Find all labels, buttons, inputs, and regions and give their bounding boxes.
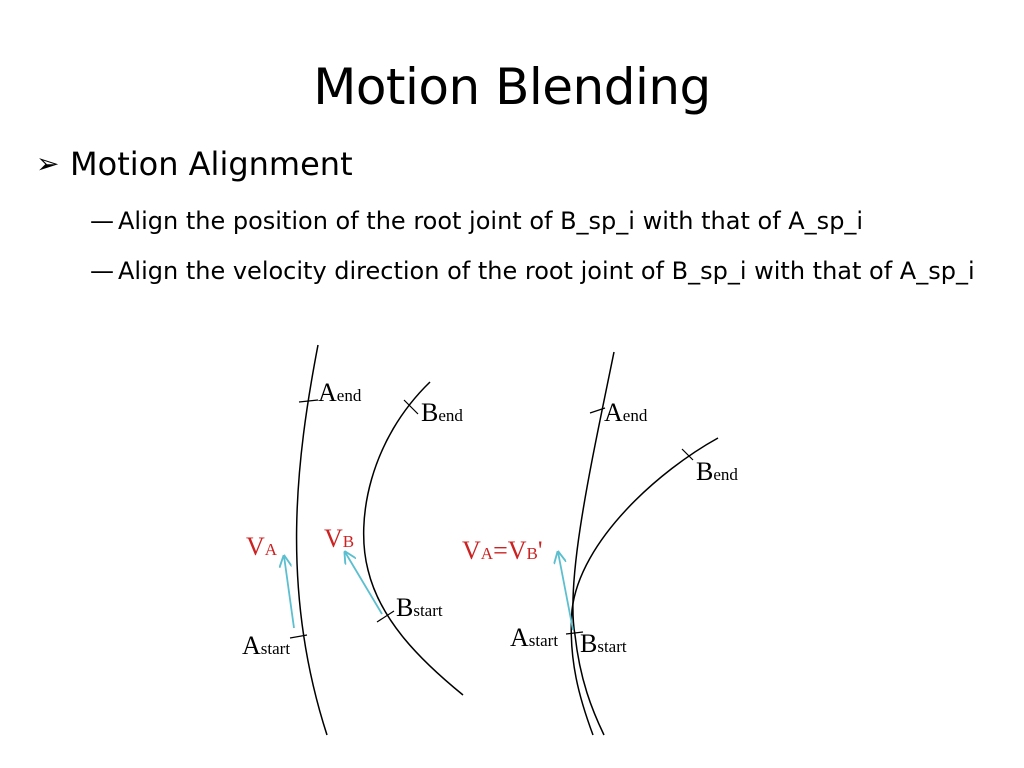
sub-bullet-position: — Align the position of the root joint o… bbox=[90, 200, 863, 242]
bullet-motion-alignment: ➢ Motion Alignment bbox=[36, 148, 353, 180]
label-b-end-left: Bend bbox=[421, 398, 463, 427]
label-v-a: VA bbox=[246, 532, 278, 561]
velocity-arrow-b bbox=[345, 552, 383, 615]
tick-b-end-left bbox=[403, 399, 419, 415]
bullet-text: Motion Alignment bbox=[70, 145, 353, 183]
tick-a-start-left bbox=[289, 634, 308, 639]
sub-bullet-velocity: — Align the velocity direction of the ro… bbox=[90, 250, 1000, 292]
label-v-b: VB bbox=[324, 524, 354, 553]
tick-b-start-left bbox=[376, 610, 395, 623]
slide-title: Motion Blending bbox=[313, 58, 711, 116]
label-a-start-left: Astart bbox=[242, 631, 290, 660]
velocity-arrow-a bbox=[284, 556, 295, 629]
arrow-bullet-icon: ➢ bbox=[36, 147, 60, 180]
label-a-start-right: Astart bbox=[510, 623, 558, 652]
tick-a-end-left bbox=[298, 399, 319, 403]
label-a-end-right: Aend bbox=[604, 398, 648, 427]
label-a-end-left: Aend bbox=[318, 378, 362, 407]
tick-start-right bbox=[565, 631, 584, 635]
left-panel: Aend Bend VA VB Astart Bstart bbox=[242, 344, 464, 736]
tick-a-end-right bbox=[589, 407, 606, 414]
sub-bullet-text: Align the velocity direction of the root… bbox=[118, 257, 975, 285]
curve-b-right bbox=[570, 437, 719, 736]
curve-b-left bbox=[362, 381, 464, 696]
label-b-start-left: Bstart bbox=[396, 593, 443, 622]
dash-marker: — bbox=[90, 207, 114, 235]
label-v-a-equals-v-b: VA=VB' bbox=[462, 536, 543, 565]
label-b-end-right: Bend bbox=[696, 457, 738, 486]
tick-b-end-right bbox=[681, 448, 694, 461]
sub-bullet-text: Align the position of the root joint of … bbox=[118, 207, 864, 235]
curve-a-left bbox=[295, 344, 328, 736]
velocity-arrow-aligned bbox=[558, 552, 574, 631]
right-panel: Aend Bend VA=VB' Astart Bstart bbox=[462, 351, 738, 736]
dash-marker: — bbox=[90, 257, 114, 285]
label-b-start-right: Bstart bbox=[580, 629, 627, 658]
